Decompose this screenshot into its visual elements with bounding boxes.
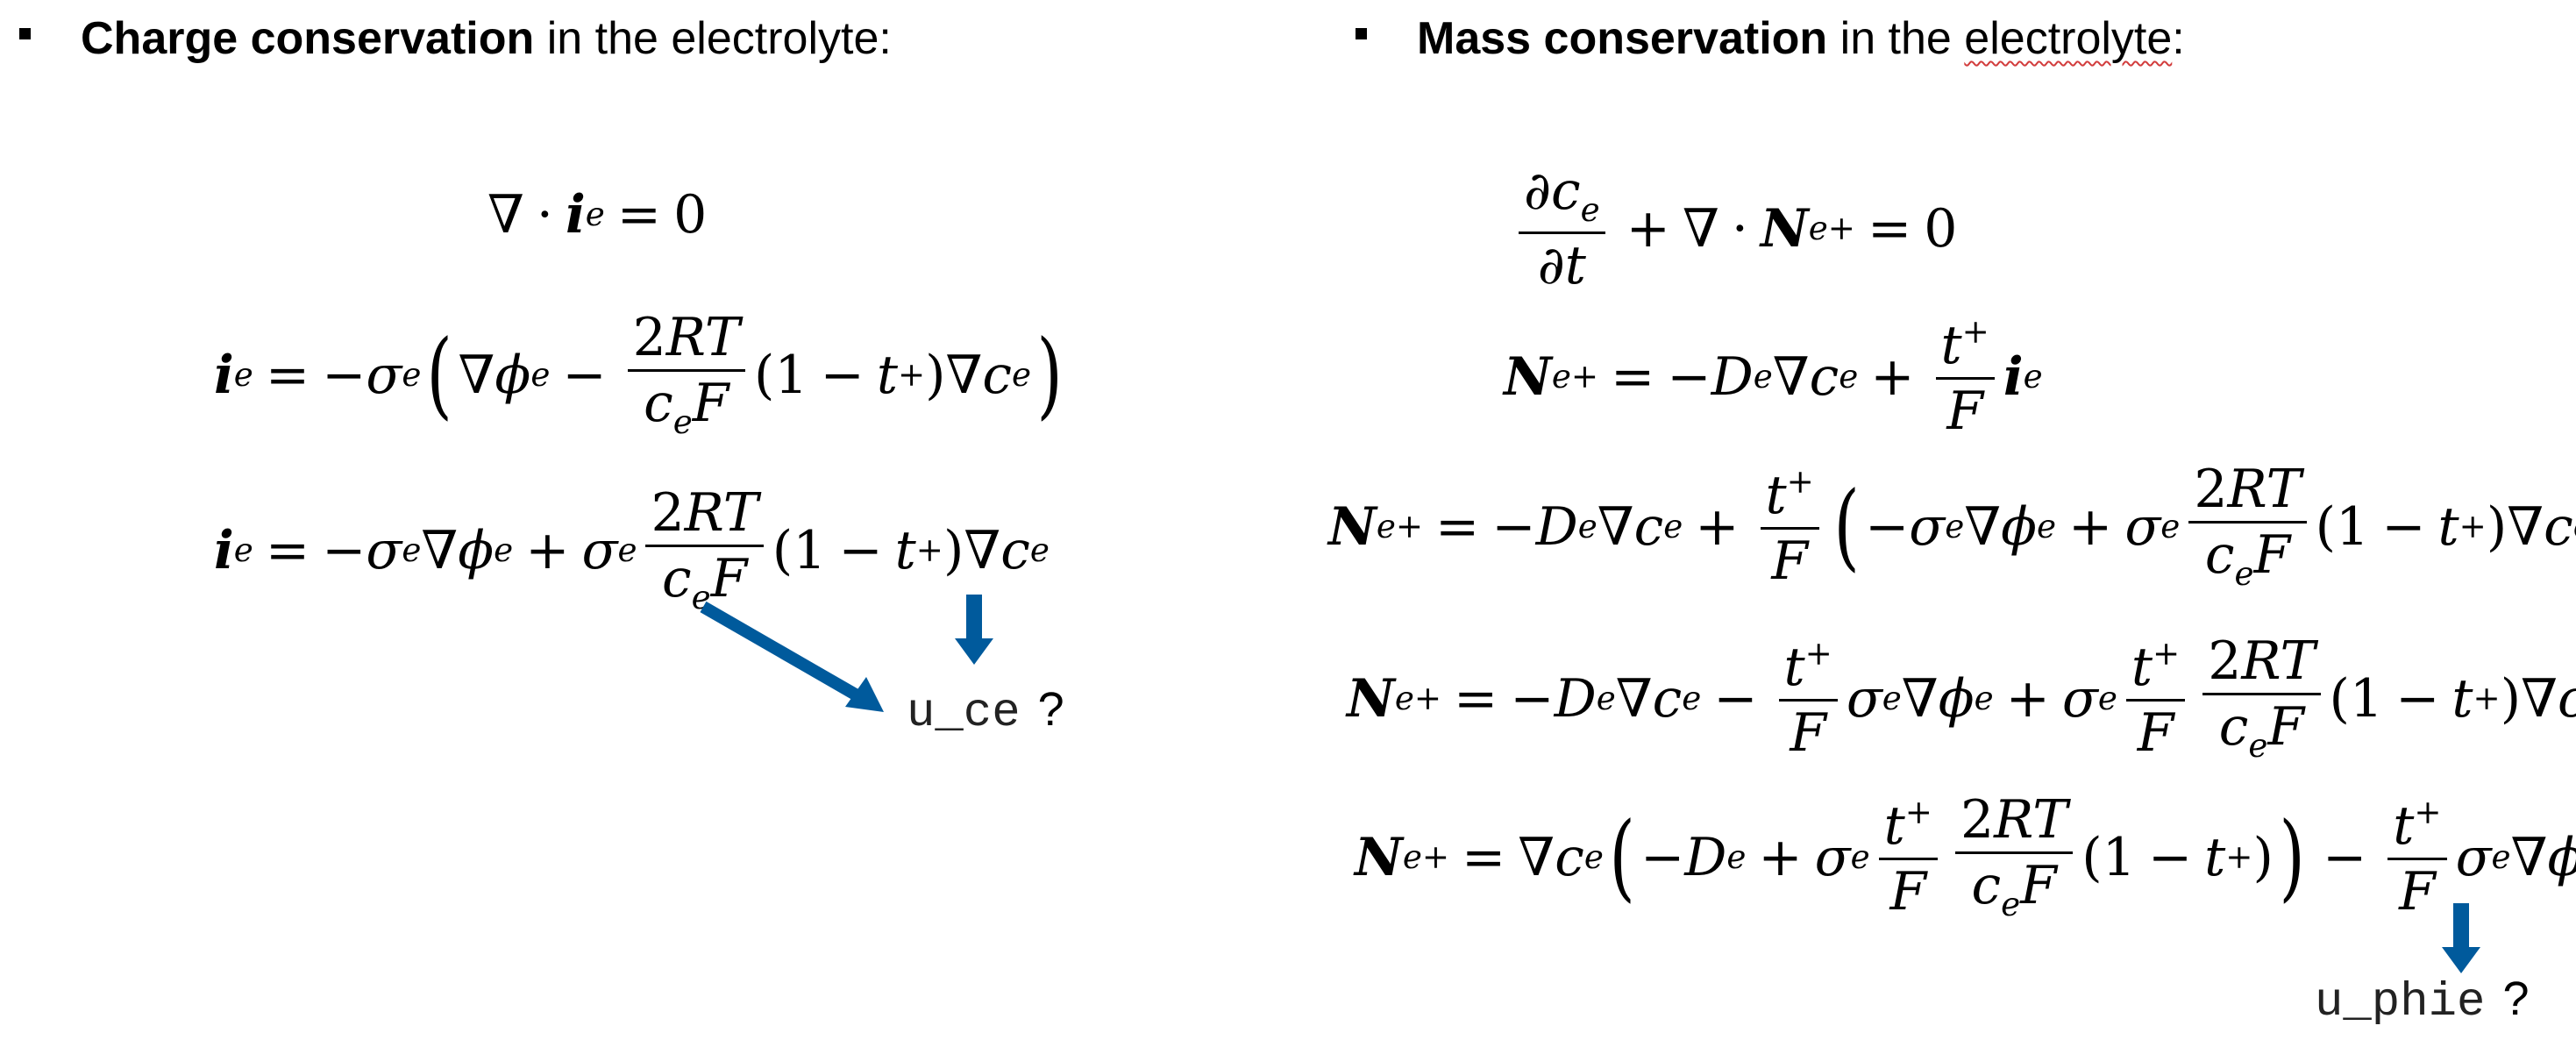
arrow-down-right [2442,903,2480,973]
arrow-down-left [955,595,993,665]
bullet-right [1356,28,1367,39]
mass-conservation-heading: Mass conservation in the electrolyte: [1417,16,2185,61]
spellcheck-word: electrolyte [1964,13,2173,64]
u-phie-text: u_phie [2315,976,2486,1029]
question-mark: ? [2502,972,2530,1025]
heading-rest: in the [1827,13,1965,64]
heading-rest: in the electrolyte: [534,13,892,64]
bullet-left [19,28,31,39]
heading-bold: Charge conservation [81,13,535,64]
question-mark: ? [1037,683,1064,736]
u-phie-label: u_phie? [2315,975,2529,1027]
heading-bold: Mass conservation [1417,13,1828,64]
u-ce-label: u_ce? [907,686,1064,737]
charge-conservation-heading: Charge conservation in the electrolyte: [81,16,892,61]
u-ce-text: u_ce [907,687,1021,740]
heading-rest: : [2172,13,2185,64]
arrow-diagonal [700,601,884,712]
